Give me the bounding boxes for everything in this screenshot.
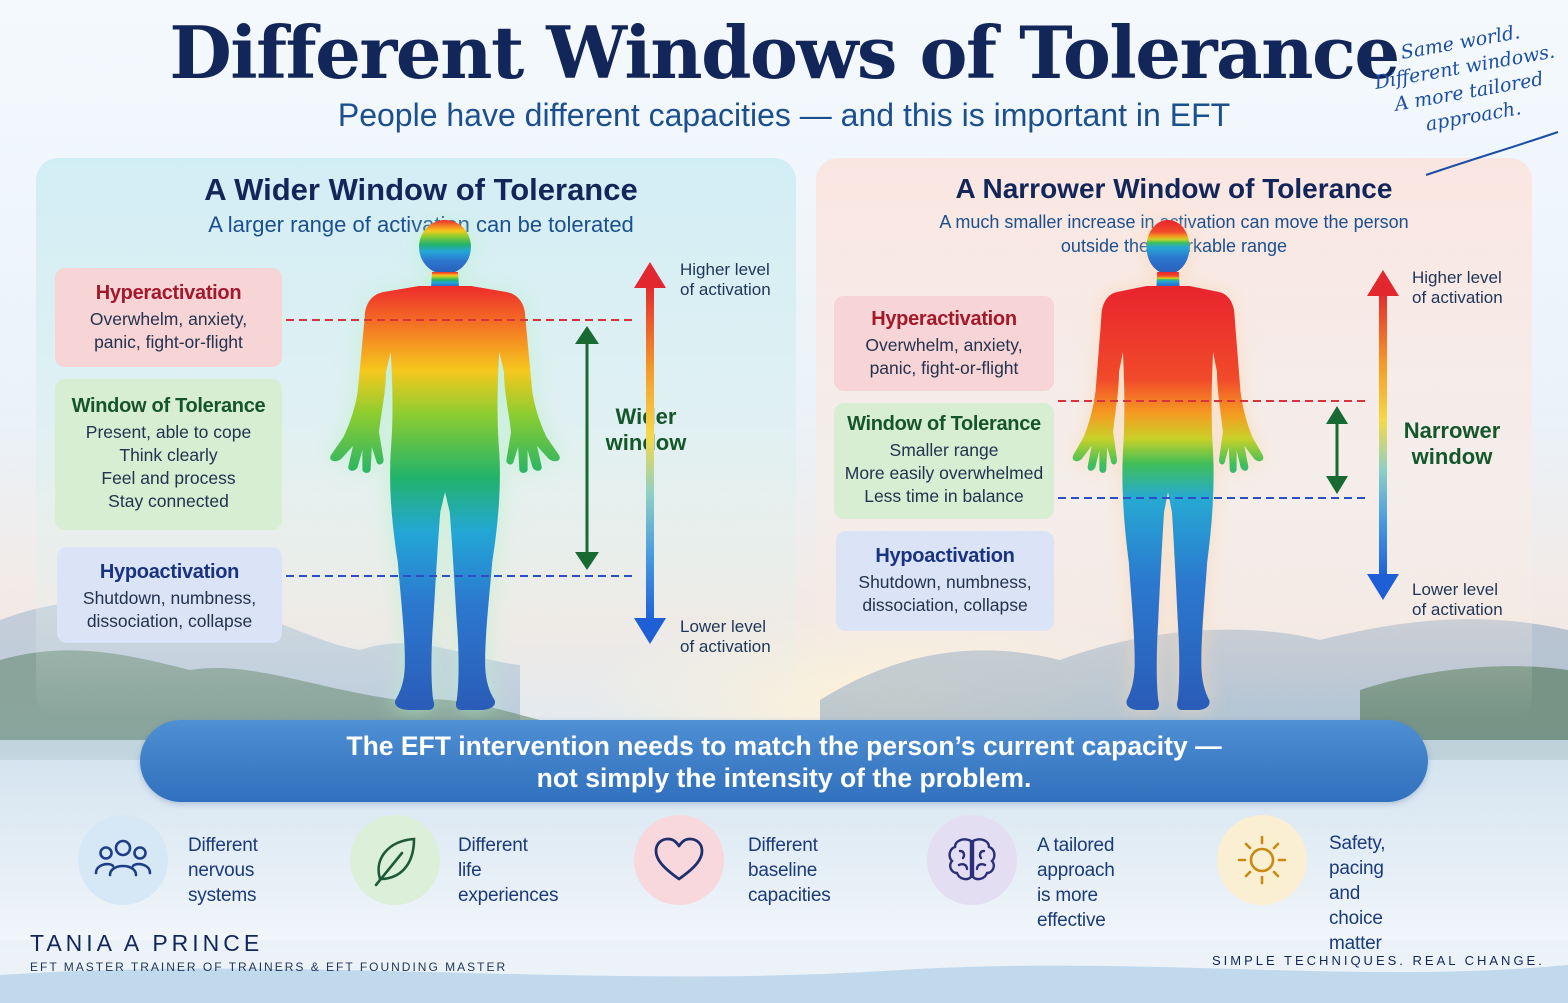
window-line: Feel and process (101, 468, 236, 488)
feature-text: Different life experiences (458, 833, 558, 908)
banner-line: The EFT intervention needs to match the … (346, 731, 1222, 761)
leaf-icon (374, 837, 416, 887)
level-line: of activation (680, 280, 771, 299)
window-title: Window of Tolerance (71, 395, 266, 417)
brain-icon (948, 838, 996, 881)
left-hypoactivation-box: Hypoactivation Shutdown, numbness, disso… (57, 547, 282, 643)
hyper-title: Hyperactivation (871, 308, 1017, 330)
wider-window-double-arrow (575, 326, 599, 570)
brand-tagline: EFT MASTER TRAINER OF TRAINERS & EFT FOU… (30, 960, 508, 974)
hyper-line: panic, fight-or-flight (869, 358, 1019, 378)
feature-text: Safety, pacing and choice matter (1329, 831, 1386, 956)
feature-circle (78, 815, 168, 905)
window-title: Window of Tolerance (847, 413, 1041, 435)
feature-text: Different baseline capacities (748, 833, 831, 908)
hypo-line: dissociation, collapse (862, 595, 1028, 615)
narrower-window-double-arrow (1326, 406, 1348, 494)
level-line: Lower level (1412, 580, 1498, 599)
feature-line: Different (188, 835, 258, 856)
page-title: Different Windows of Tolerance (169, 10, 1400, 95)
wide-window-human-figure (330, 220, 560, 710)
heart-icon (654, 837, 704, 881)
right-lower-level-label: Lower level of activation (1412, 580, 1503, 620)
level-line: of activation (1412, 288, 1503, 307)
hypo-line: Shutdown, numbness, (82, 588, 257, 608)
left-higher-level-label: Higher level of activation (680, 260, 771, 300)
brand-name: TANIA A PRINCE (30, 930, 264, 956)
right-window-box: Window of Tolerance Smaller range More e… (834, 403, 1054, 519)
feature-line: life experiences (458, 860, 559, 906)
window-label-line: Narrower (1403, 418, 1501, 443)
brand-slogan: SIMPLE TECHNIQUES. REAL CHANGE. (1212, 953, 1545, 968)
wider-panel-heading: A Wider Window of Tolerance (204, 172, 638, 207)
window-label-line: Wider (615, 404, 677, 429)
window-line: Think clearly (119, 445, 218, 465)
feature-line: baseline capacities (748, 860, 831, 906)
window-line: Present, able to cope (85, 422, 252, 442)
page-subtitle: People have different capacities — and t… (337, 97, 1231, 133)
hypo-title: Hypoactivation (875, 545, 1015, 567)
hyper-line: Overwhelm, anxiety, (89, 309, 248, 329)
left-hyperactivation-box: Hyperactivation Overwhelm, anxiety, pani… (55, 268, 282, 367)
feature-line: Safety, pacing (1329, 833, 1386, 879)
feature-circle (634, 815, 724, 905)
feature-line: nervous systems (188, 860, 257, 906)
key-message-banner: The EFT intervention needs to match the … (140, 720, 1428, 802)
banner-line: not simply the intensity of the problem. (536, 763, 1032, 793)
right-activation-scale-arrow (1367, 270, 1399, 600)
wider-panel-subheading: A larger range of activation can be tole… (208, 212, 634, 237)
left-activation-scale-arrow (634, 262, 666, 644)
window-label-line: window (1411, 444, 1493, 469)
level-line: Higher level (1412, 268, 1502, 287)
feature-line: and choice matter (1329, 883, 1383, 954)
left-window-box: Window of Tolerance Present, able to cop… (55, 379, 282, 530)
hyper-line: Overwhelm, anxiety, (865, 335, 1023, 355)
right-hypoactivation-box: Hypoactivation Shutdown, numbness, disso… (836, 531, 1054, 631)
feature-line: Different (748, 835, 818, 856)
level-line: Lower level (680, 617, 766, 636)
feature-line: Different (458, 835, 528, 856)
right-higher-level-label: Higher level of activation (1412, 268, 1503, 308)
window-line: More easily overwhelmed (844, 463, 1044, 483)
hypo-line: Shutdown, numbness, (858, 572, 1032, 592)
level-line: of activation (1412, 600, 1503, 619)
hypo-title: Hypoactivation (99, 561, 240, 583)
window-line: Less time in balance (864, 486, 1024, 506)
window-line: Stay connected (108, 491, 229, 511)
sun-icon (1237, 835, 1287, 885)
right-hyperactivation-box: Hyperactivation Overwhelm, anxiety, pani… (834, 296, 1054, 391)
narrower-panel-heading: A Narrower Window of Tolerance (955, 173, 1393, 204)
feature-circle (350, 815, 440, 905)
narrow-window-human-figure (1072, 220, 1264, 710)
left-lower-level-label: Lower level of activation (680, 617, 771, 657)
feature-line: A tailored approach (1037, 835, 1115, 881)
feature-line: is more effective (1037, 885, 1106, 931)
narrower-window-label: Narrower window (1394, 418, 1510, 470)
window-line: Smaller range (889, 440, 999, 460)
feature-circle (1217, 815, 1307, 905)
level-line: of activation (680, 637, 771, 656)
level-line: Higher level (680, 260, 770, 279)
feature-text: Different nervous systems (188, 833, 258, 908)
feature-text: A tailored approach is more effective (1037, 833, 1115, 933)
hyper-line: panic, fight-or-flight (94, 332, 243, 352)
hypo-line: dissociation, collapse (86, 611, 253, 631)
feature-circle (927, 815, 1017, 905)
people-icon (94, 839, 152, 877)
hyper-title: Hyperactivation (95, 282, 242, 304)
note-underline (1425, 131, 1559, 176)
